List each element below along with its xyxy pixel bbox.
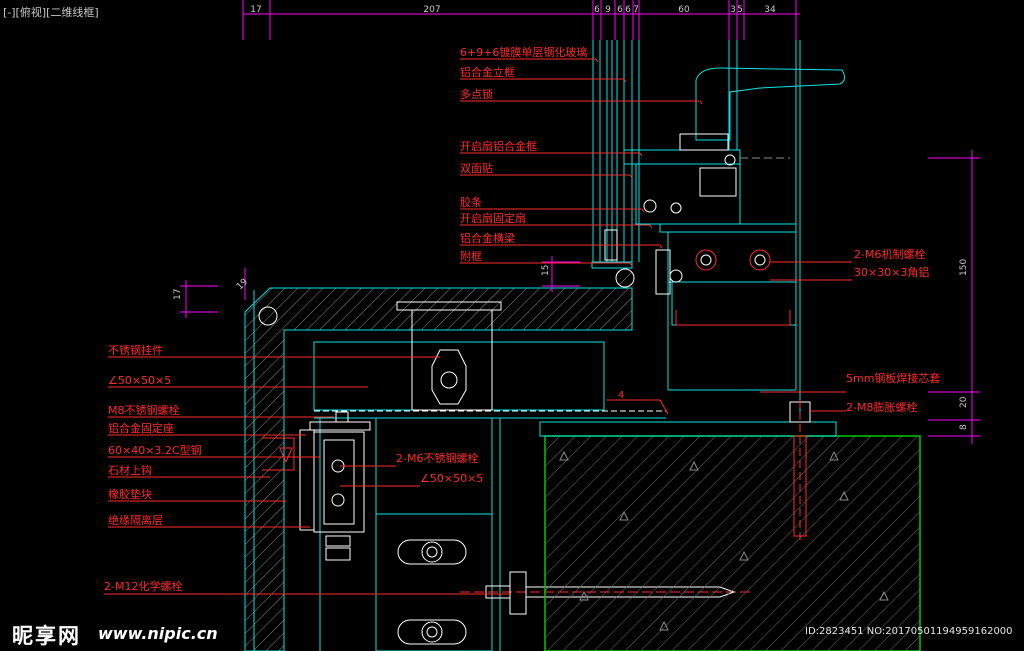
callout-label-upper: 铝合金横梁 bbox=[460, 231, 515, 245]
glass-panel bbox=[591, 40, 640, 269]
left-dimensions bbox=[180, 256, 580, 318]
right-dimensions bbox=[928, 150, 980, 444]
slab-section bbox=[244, 268, 635, 651]
dimension-text: 60 bbox=[678, 5, 690, 15]
callout-label-upper: 双面贴 bbox=[460, 161, 493, 175]
callout-label-left: M8不锈钢螺栓 bbox=[108, 403, 180, 417]
dimension-text-right: 8 bbox=[959, 424, 969, 430]
callout-label-left: 60×40×3.2C型钢 bbox=[108, 443, 202, 457]
callout-label-center: ∠50×50×5 bbox=[420, 472, 483, 485]
dimension-text: 5 bbox=[737, 5, 743, 15]
callout-label-right: 2-M6机制螺栓 bbox=[854, 247, 925, 261]
concrete-wall bbox=[539, 421, 921, 651]
dimension-text-left: 19 bbox=[235, 277, 250, 292]
slotted-plate bbox=[375, 513, 493, 651]
dimension-text-right: 20 bbox=[959, 396, 969, 408]
leader-line-upper bbox=[595, 58, 599, 63]
dimension-text: 7 bbox=[633, 5, 639, 15]
callout-label-right: 2-M8膨胀螺栓 bbox=[846, 400, 917, 414]
callout-label-left: ∠50×50×5 bbox=[108, 374, 171, 387]
leader-line-upper bbox=[659, 244, 663, 249]
weld-mark: 4 bbox=[618, 390, 624, 401]
watermark-url: www.nipic.cn bbox=[98, 624, 218, 643]
callout-label-right: 30×30×3角铝 bbox=[854, 265, 929, 279]
dimension-text: 17 bbox=[250, 5, 261, 15]
dimension-text-right: 150 bbox=[959, 259, 969, 276]
leader-line-upper bbox=[639, 152, 643, 157]
callout-label-upper: 附框 bbox=[460, 249, 482, 263]
leader-lines bbox=[104, 58, 852, 595]
callout-label-left: 绝缘隔离层 bbox=[108, 513, 163, 527]
dimension-text-left: 17 bbox=[173, 289, 183, 300]
leader-line-upper bbox=[641, 208, 645, 213]
watermark-id: ID:2823451 NO:20170501194959162000 bbox=[805, 626, 1013, 637]
expansion-bolt bbox=[789, 400, 811, 540]
leader-line-upper bbox=[699, 100, 703, 105]
callout-label-upper: 胶条 bbox=[460, 195, 482, 209]
dimension-text: 6 bbox=[594, 5, 600, 15]
callout-label-left: 橡胶垫块 bbox=[108, 487, 152, 501]
dimension-text: 34 bbox=[764, 5, 776, 15]
top-dimension-chain bbox=[242, 0, 800, 40]
leader-line-upper bbox=[623, 78, 627, 83]
dimension-text: 6 bbox=[617, 5, 623, 15]
watermark-logo: 昵享网 bbox=[12, 624, 81, 648]
dimension-text: 3 bbox=[730, 5, 736, 15]
callout-label-center: 2-M6不锈钢螺栓 bbox=[396, 451, 478, 465]
callout-label-upper: 开启扇铝合金框 bbox=[460, 139, 537, 153]
stone-bracket bbox=[262, 411, 371, 561]
dimension-text-mid: 15 bbox=[541, 265, 551, 276]
callout-label-upper: 多点锁 bbox=[460, 87, 493, 101]
callout-label-left: 铝合金固定座 bbox=[108, 421, 174, 435]
dimension-text: 6 bbox=[625, 5, 631, 15]
leader-line-upper bbox=[649, 224, 653, 229]
dimension-text: 207 bbox=[423, 5, 440, 15]
callout-label-upper: 6+9+6镀膜单层钢化玻璃 bbox=[460, 45, 587, 59]
callout-label-upper: 开启扇固定扇 bbox=[460, 211, 526, 225]
leader-line-upper bbox=[629, 262, 633, 267]
window-frame bbox=[623, 40, 846, 420]
callout-label-bolt: 2-M12化学螺栓 bbox=[104, 579, 182, 593]
callout-label-upper: 铝合金立框 bbox=[460, 65, 515, 79]
leader-line-upper bbox=[629, 174, 633, 179]
callout-label-left: 石材上钩 bbox=[108, 463, 152, 477]
leader-line-weld bbox=[659, 399, 669, 415]
dimension-text: 9 bbox=[605, 5, 611, 15]
callout-label-right: 5mm钢板焊接芯套 bbox=[846, 371, 940, 385]
viewport-label[interactable]: [-][俯视][二维线框] bbox=[3, 6, 99, 19]
callout-label-left: 不锈钢挂件 bbox=[108, 343, 163, 357]
